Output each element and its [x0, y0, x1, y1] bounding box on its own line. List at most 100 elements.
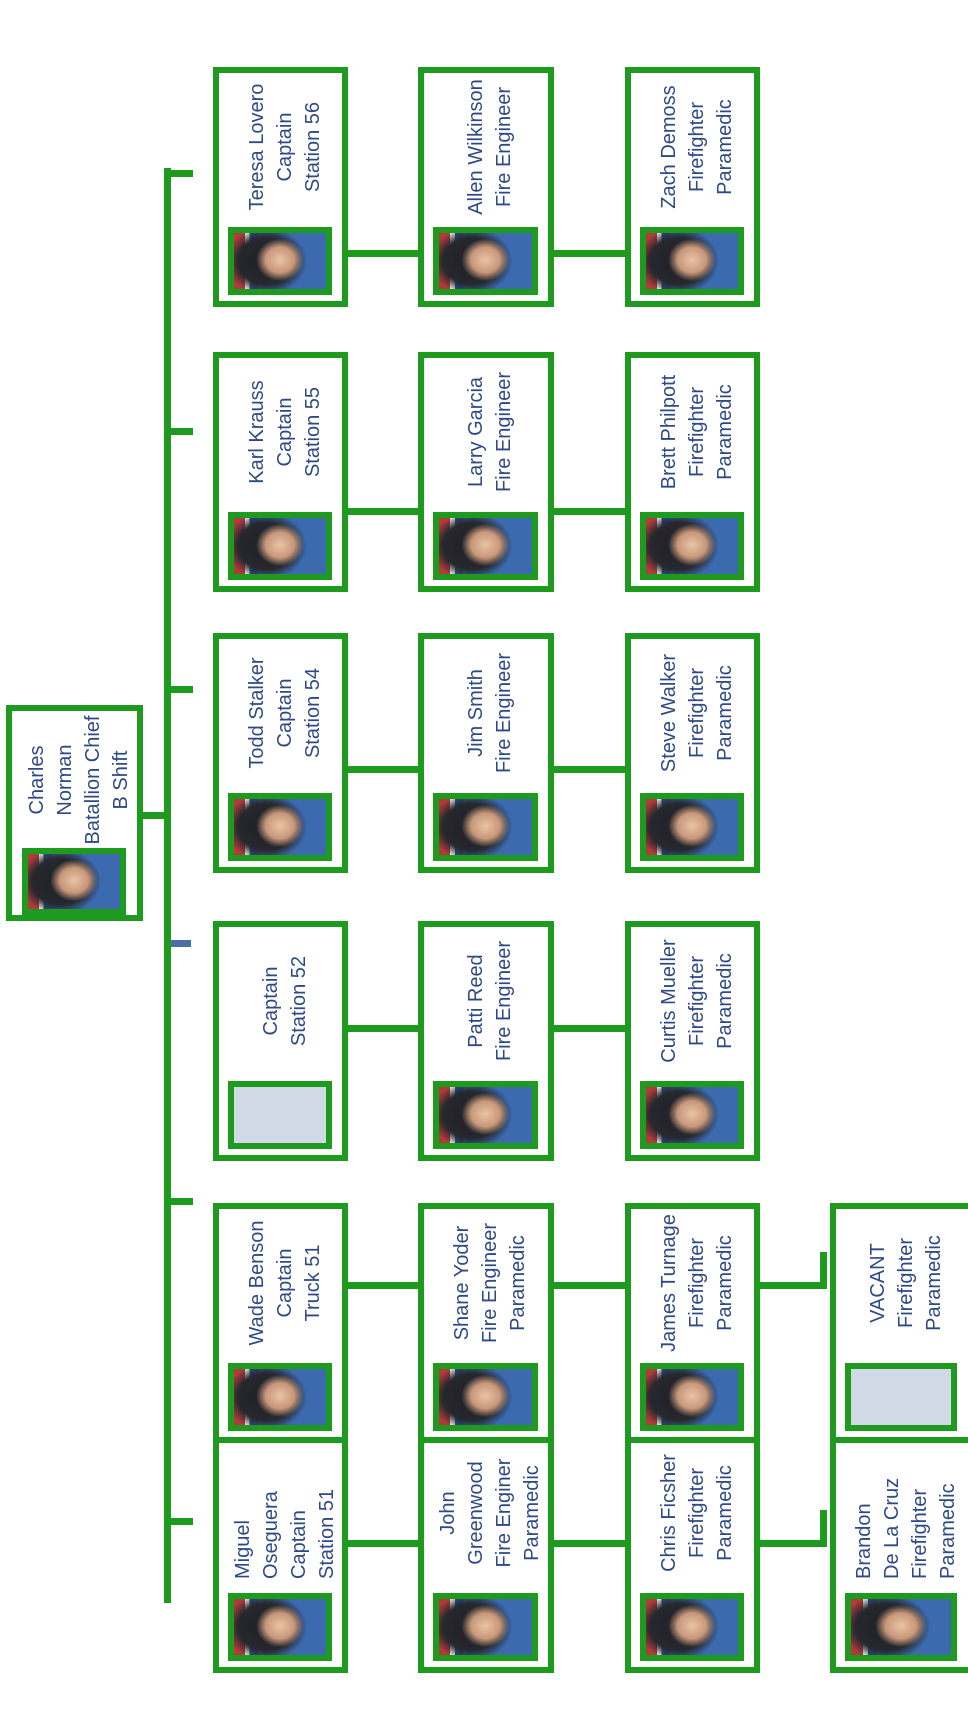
text-line: Charles — [26, 745, 48, 815]
text-line: Fire Engineer — [493, 371, 515, 493]
text-line: Firefighter — [685, 101, 708, 193]
text-line: Jim Smith — [465, 669, 487, 757]
card-text: Larry Garcia Fire Engineer — [434, 366, 546, 498]
text-line: Batallion Chief — [82, 715, 104, 845]
text-line: Paramedic — [713, 953, 736, 1049]
text-line: Captain — [273, 112, 296, 182]
text-line: Captain — [287, 1510, 310, 1579]
portrait-photo — [640, 227, 744, 295]
portrait-photo — [640, 793, 744, 861]
text-line: Station 54 — [301, 667, 324, 759]
engineer-card: Jim Smith Fire Engineer — [418, 633, 554, 873]
portrait-photo — [22, 848, 126, 915]
portrait-photo — [228, 227, 332, 295]
text-line: Teresa Lovero — [245, 83, 268, 211]
text-line: Firefighter — [685, 386, 708, 478]
text-line: Firefighter — [685, 1467, 708, 1559]
text-line: Wade Benson — [245, 1220, 268, 1346]
portrait-photo — [640, 1593, 744, 1661]
text-line: Captain — [273, 1248, 296, 1318]
portrait-photo — [228, 1593, 332, 1661]
text-line: Steve Walker — [657, 653, 680, 773]
text-line: Chris Ficsher — [657, 1454, 680, 1572]
captain-connector — [171, 170, 193, 177]
text-line: Norman — [54, 744, 76, 816]
text-line: VACANT — [867, 1243, 889, 1323]
text-line: Paramedic — [713, 99, 736, 195]
portrait-photo — [640, 1363, 744, 1431]
text-line: Captain — [259, 966, 282, 1036]
text-line: Fire Engineer — [479, 1222, 501, 1344]
portrait-photo — [845, 1593, 957, 1661]
portrait-photo — [228, 512, 332, 580]
portrait-photo — [433, 227, 538, 295]
portrait-photo — [228, 1363, 332, 1431]
text-line: Miguel — [231, 1520, 254, 1579]
text-line: Truck 51 — [301, 1244, 324, 1322]
captain-connector — [171, 428, 193, 435]
text-line: Station 55 — [301, 386, 324, 478]
text-line: Station 52 — [287, 955, 310, 1047]
text-line: Curtis Mueller — [657, 939, 680, 1063]
text-line: De La Cruz — [881, 1477, 903, 1579]
portrait-photo — [433, 1363, 538, 1431]
crew-bus-line — [327, 1282, 827, 1289]
text-line: Paramedic — [507, 1235, 529, 1331]
text-line: Paramedic — [713, 384, 736, 480]
text-line: Paramedic — [713, 1235, 736, 1331]
portrait-photo — [433, 512, 538, 580]
text-line: Fire Enginer — [493, 1458, 515, 1568]
card-text: Jim Smith Fire Engineer — [434, 647, 546, 779]
crew-bus-line — [327, 1540, 827, 1547]
portrait-photo — [228, 793, 332, 861]
extra-drop-line — [820, 1252, 827, 1282]
text-line: Firefighter — [909, 1488, 931, 1579]
text-line: John — [437, 1491, 459, 1535]
text-line: Fire Engineer — [493, 652, 515, 774]
text-line: Larry Garcia — [465, 376, 487, 488]
text-line: Firefighter — [685, 955, 708, 1047]
text-line: Paramedic — [521, 1465, 543, 1561]
text-line: Paramedic — [923, 1235, 945, 1331]
photo-placeholder — [228, 1081, 332, 1149]
engineer-card: Larry Garcia Fire Engineer — [418, 352, 554, 592]
captain-connector — [171, 686, 193, 693]
text-line: Captain — [273, 678, 296, 748]
text-line: James Turnage — [657, 1214, 680, 1352]
text-line: Station 51 — [315, 1488, 338, 1579]
text-line: Station 56 — [301, 101, 324, 193]
text-line: Firefighter — [685, 667, 708, 759]
text-line: Firefighter — [685, 1237, 708, 1329]
portrait-photo — [433, 1081, 538, 1149]
station52-connector — [171, 940, 191, 947]
